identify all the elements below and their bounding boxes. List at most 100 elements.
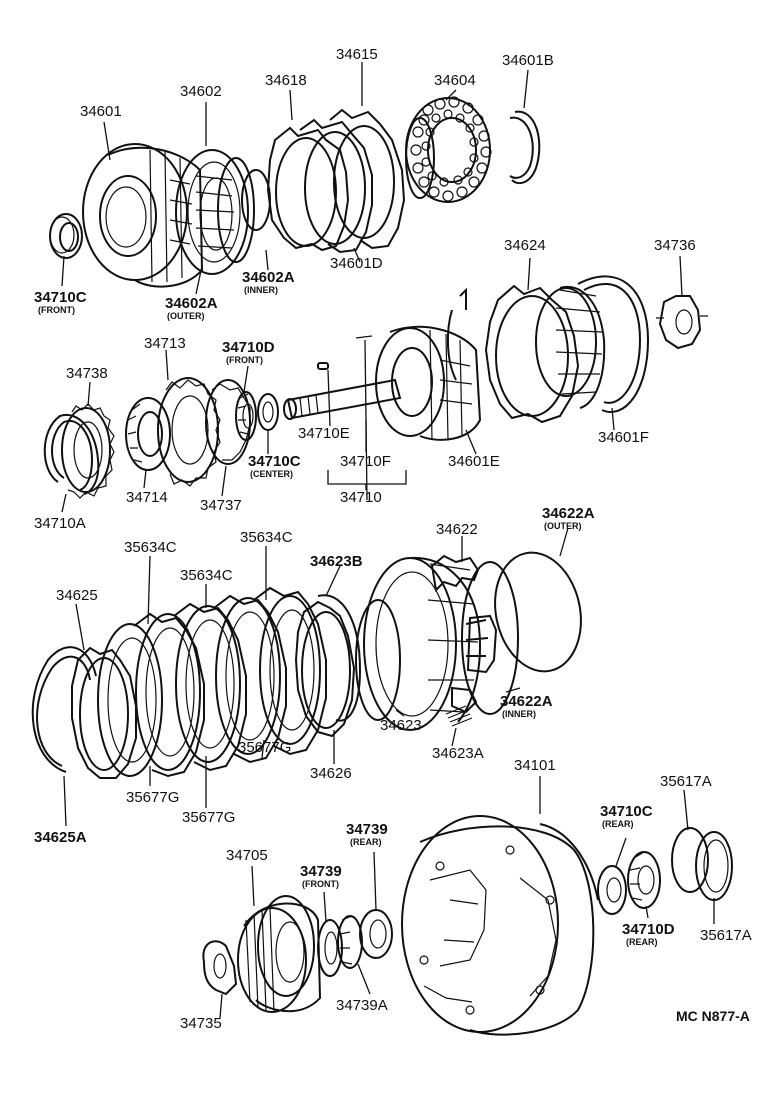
diagram-code: MC N877-A xyxy=(676,1008,750,1024)
part-35617a-ring-2-drawing xyxy=(695,831,733,901)
part-35617a-ring-1-drawing xyxy=(671,827,709,893)
part-34622a-outer-oring-drawing xyxy=(494,551,582,673)
label-34615: 34615 xyxy=(336,46,378,63)
label-34622a-outer-sub: (OUTER) xyxy=(544,521,582,531)
part-34601f-snapring-drawing xyxy=(577,275,650,413)
part-34713-gear-drawing xyxy=(157,377,251,487)
label-34739a: 34739A xyxy=(336,997,388,1014)
part-34601b-snapring-inner-drawing xyxy=(509,116,534,179)
label-34623: 34623 xyxy=(380,717,422,734)
part-34735-plate-drawing xyxy=(202,940,238,996)
label-34602: 34602 xyxy=(180,83,222,100)
label-34710c-center: 34710C xyxy=(248,453,301,470)
label-35677g-2: 35677G xyxy=(126,789,180,806)
label-34622a-inner-sub: (INNER) xyxy=(502,709,536,719)
part-34739-washers-drawing xyxy=(317,909,393,977)
label-34739-front: 34739 xyxy=(300,863,342,880)
label-34739-rear-sub: (REAR) xyxy=(350,837,382,847)
part-34623a-spring-drawing xyxy=(445,705,473,727)
label-34626: 34626 xyxy=(310,765,352,782)
label-34601f: 34601F xyxy=(598,429,649,446)
part-34710c-rear-drawing xyxy=(597,865,627,915)
part-34710d-front-drawing xyxy=(235,391,257,441)
label-34710d-rear-sub: (REAR) xyxy=(626,937,658,947)
label-34625a: 34625A xyxy=(34,829,87,846)
label-34601d: 34601D xyxy=(330,255,383,272)
label-34101: 34101 xyxy=(514,757,556,774)
label-34710c-center-sub: (CENTER) xyxy=(250,469,293,479)
label-34710d-front-sub: (FRONT) xyxy=(226,355,263,365)
label-34602a-outer: 34602A xyxy=(165,295,218,312)
label-35677g-1: 35677G xyxy=(238,739,292,756)
label-34713: 34713 xyxy=(144,335,186,352)
clutch-pack-drawing xyxy=(71,586,327,779)
part-35617a-ring-2-inner-drawing xyxy=(703,839,729,893)
label-35617a-2: 35617A xyxy=(700,927,752,944)
label-34739-front-sub: (FRONT) xyxy=(302,879,339,889)
label-34601b: 34601B xyxy=(502,52,554,69)
part-34710a-snapring-drawing xyxy=(43,413,100,495)
label-35634c-3: 35634C xyxy=(180,567,233,584)
label-34705: 34705 xyxy=(226,847,268,864)
label-34710c-front-sub: (FRONT) xyxy=(38,305,75,315)
part-34625a-snapring-inner-drawing xyxy=(36,655,91,767)
label-34736: 34736 xyxy=(654,237,696,254)
part-34710c-center-drawing xyxy=(257,393,279,431)
label-34618: 34618 xyxy=(265,72,307,89)
label-35617a-1: 35617A xyxy=(660,773,712,790)
part-34626-plate-drawing xyxy=(294,600,356,738)
label-34622a-inner: 34622A xyxy=(500,693,553,710)
part-34604-sprag-drawing xyxy=(405,96,492,203)
label-34738: 34738 xyxy=(66,365,108,382)
part-34710-carrier-drawing xyxy=(375,325,482,441)
label-34601: 34601 xyxy=(80,103,122,120)
label-35677g-3: 35677G xyxy=(182,809,236,826)
part-34618-plates-drawing xyxy=(266,108,406,254)
part-34705-drum-drawing xyxy=(237,895,322,1013)
part-34710-shaft-drawing xyxy=(283,335,402,501)
part-34710d-rear-drawing xyxy=(627,851,661,909)
part-34601e-tab-drawing xyxy=(459,287,467,310)
part-34710a-snapring-inner-drawing xyxy=(51,419,94,491)
label-34710: 34710 xyxy=(340,489,382,506)
label-34710f: 34710F xyxy=(340,453,391,470)
label-34624: 34624 xyxy=(504,237,546,254)
label-34737: 34737 xyxy=(200,497,242,514)
part-34623-ring-drawing xyxy=(355,599,401,721)
label-34710d-rear: 34710D xyxy=(622,921,675,938)
label-34622: 34622 xyxy=(436,521,478,538)
label-34710d-front: 34710D xyxy=(222,339,275,356)
label-34710e: 34710E xyxy=(298,425,350,442)
label-35634c-2: 35634C xyxy=(240,529,293,546)
part-34623b-snapring-drawing xyxy=(317,594,362,722)
part-34710c-front-drawing xyxy=(49,213,83,259)
label-34710a: 34710A xyxy=(34,515,86,532)
label-34602a-inner: 34602A xyxy=(242,269,295,286)
part-34624-plate-drawing xyxy=(484,284,606,424)
label-34602a-outer-sub: (OUTER) xyxy=(167,311,205,321)
part-34622a-inner-oring-drawing xyxy=(461,561,519,715)
label-34623a: 34623A xyxy=(432,745,484,762)
label-34625: 34625 xyxy=(56,587,98,604)
part-34622-piston-drawing xyxy=(363,554,498,731)
label-34602a-inner-sub: (INNER) xyxy=(244,285,278,295)
label-34710c-rear-sub: (REAR) xyxy=(602,819,634,829)
part-34736-plate-drawing xyxy=(656,295,708,350)
part-34738-gear-drawing xyxy=(61,403,115,499)
label-34739-rear: 34739 xyxy=(346,821,388,838)
label-34622a-outer: 34622A xyxy=(542,505,595,522)
part-34101-case-drawing xyxy=(401,815,599,1036)
label-34623b: 34623B xyxy=(310,553,363,570)
label-34714: 34714 xyxy=(126,489,168,506)
label-34735: 34735 xyxy=(180,1015,222,1032)
part-34601e-spring-drawing xyxy=(446,309,457,381)
part-34601-drum-drawing xyxy=(82,143,204,288)
label-34710c-rear: 34710C xyxy=(600,803,653,820)
part-34601b-snapring-drawing xyxy=(511,110,541,185)
part-34714-bearing-drawing xyxy=(125,397,171,471)
label-34604: 34604 xyxy=(434,72,476,89)
part-34602-hub-drawing xyxy=(175,149,271,275)
part-34601f-snapring-inner-drawing xyxy=(583,283,642,404)
